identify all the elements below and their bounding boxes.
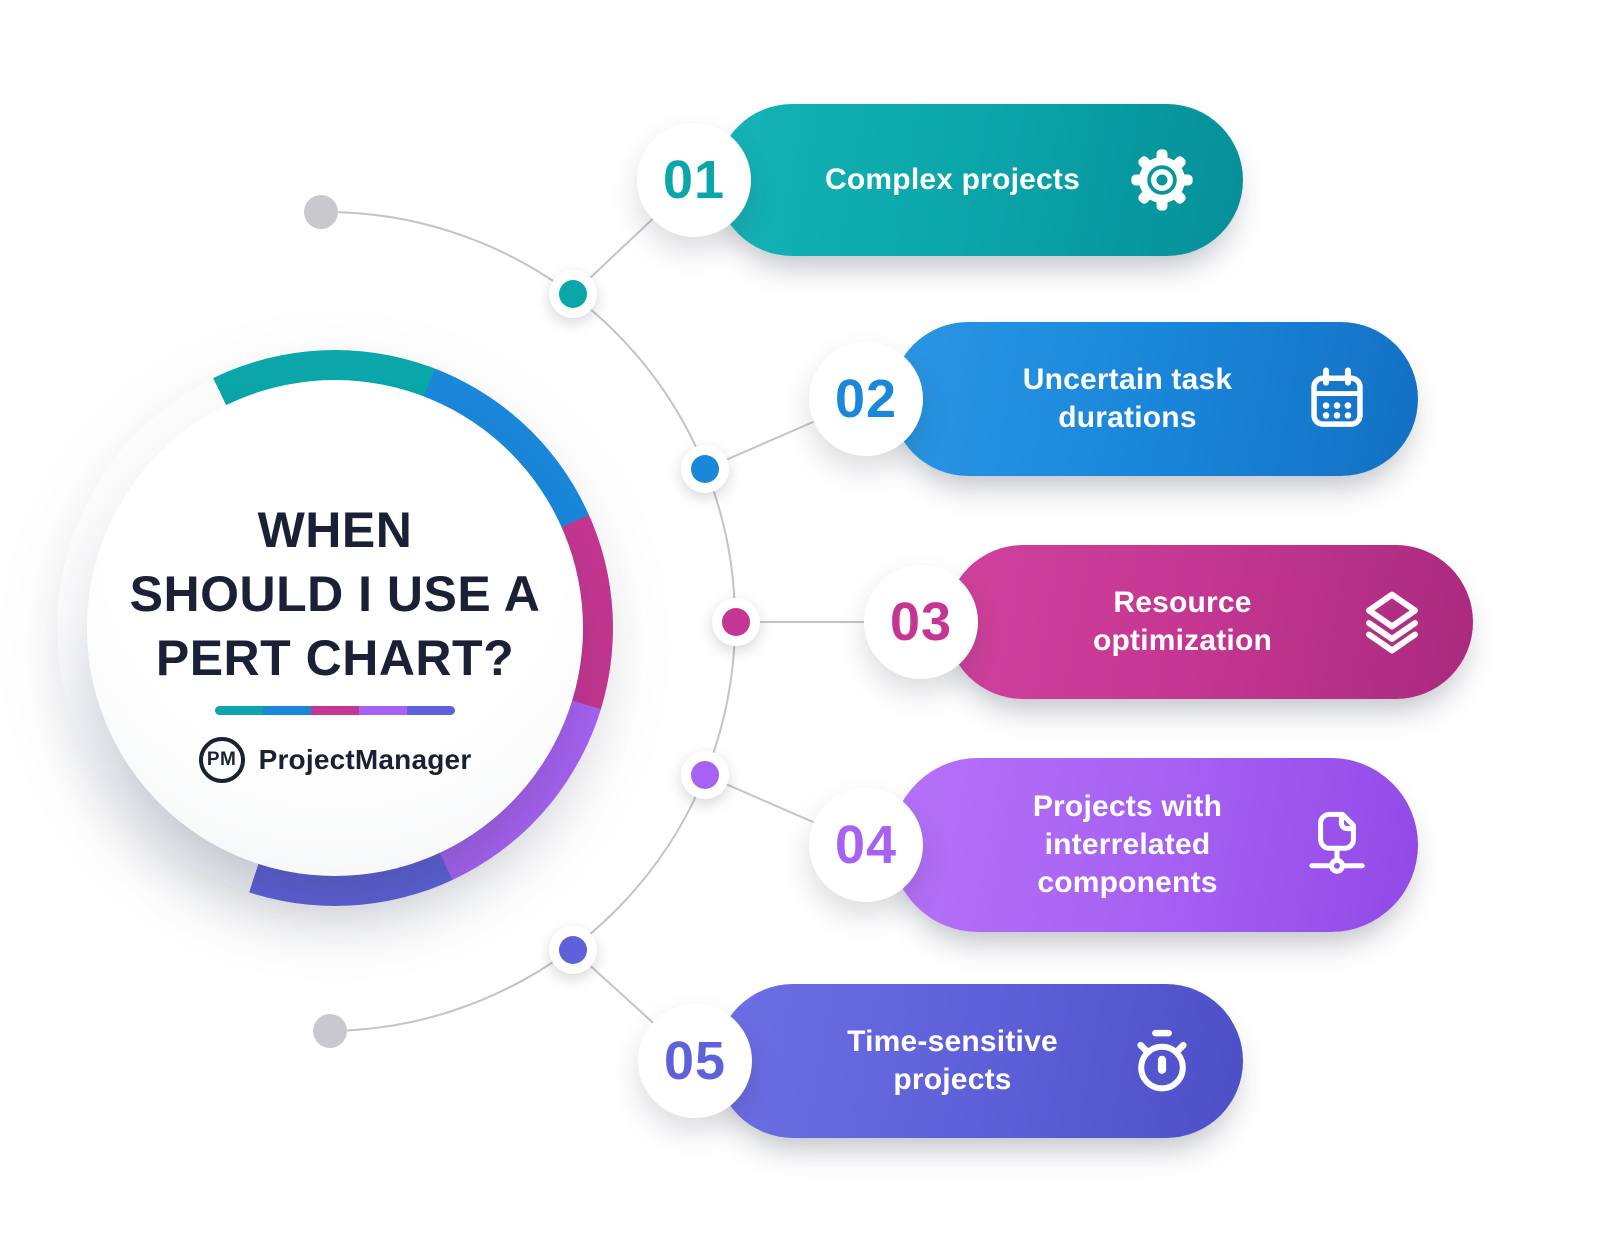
divider-segment-blue bbox=[263, 706, 311, 715]
divider-segment-teal bbox=[215, 706, 263, 715]
divider-segment-magenta bbox=[311, 706, 359, 715]
item-label: Time-sensitive projects bbox=[847, 1025, 1058, 1096]
number-label: 03 bbox=[889, 592, 953, 652]
arc-node-2-core bbox=[691, 455, 719, 483]
item-label: Uncertain task durations bbox=[1022, 363, 1233, 434]
item-label: Resource optimization bbox=[1092, 586, 1273, 657]
pm-monogram: PM bbox=[206, 749, 237, 770]
brand-name: ProjectManager bbox=[258, 744, 472, 775]
number-badge-2: 02 bbox=[809, 342, 923, 456]
item-pill-projects-with-interrelated-components: Projects with interrelated components bbox=[891, 758, 1418, 932]
item-pill-resource-optimization: Resource optimization bbox=[946, 545, 1473, 699]
document-network-icon bbox=[1302, 810, 1372, 880]
arc-node-3 bbox=[712, 598, 760, 646]
divider-segment-violet bbox=[407, 706, 455, 715]
arc-node-1-core bbox=[559, 280, 587, 308]
number-label: 02 bbox=[834, 369, 898, 429]
number-badge-5: 05 bbox=[638, 1004, 752, 1118]
number-badge-3: 03 bbox=[864, 565, 978, 679]
pm-logo-icon: PM bbox=[198, 737, 245, 783]
arc-node-5 bbox=[549, 926, 597, 974]
arc-endpoint-dot-bottom bbox=[313, 1014, 347, 1048]
layers-icon bbox=[1357, 587, 1427, 657]
number-badge-4: 04 bbox=[809, 788, 923, 902]
arc-node-4 bbox=[681, 751, 729, 799]
item-pill-time-sensitive-projects: Time-sensitive projects bbox=[716, 984, 1243, 1138]
item-label: Projects with interrelated components bbox=[1032, 790, 1223, 899]
arc-node-4-core bbox=[691, 761, 719, 789]
number-label: 04 bbox=[834, 815, 898, 875]
stopwatch-icon bbox=[1127, 1026, 1197, 1096]
divider-segment-purple bbox=[359, 706, 407, 715]
arc-node-2 bbox=[681, 445, 729, 493]
arc-endpoint-dot-top bbox=[304, 195, 338, 229]
title-divider bbox=[215, 706, 455, 715]
arc-node-5-core bbox=[559, 936, 587, 964]
hub-circle: WHEN SHOULD I USE A PERT CHART? PM Proje… bbox=[87, 380, 583, 876]
number-label: 01 bbox=[662, 150, 726, 210]
page-title: WHEN SHOULD I USE A PERT CHART? bbox=[129, 502, 541, 686]
item-pill-uncertain-task-durations: Uncertain task durations bbox=[891, 322, 1418, 476]
arc-node-1 bbox=[549, 270, 597, 318]
number-label: 05 bbox=[663, 1031, 727, 1091]
calendar-icon bbox=[1302, 364, 1372, 434]
arc-node-3-core bbox=[722, 608, 750, 636]
item-pill-complex-projects: Complex projects bbox=[716, 104, 1243, 256]
number-badge-1: 01 bbox=[637, 123, 751, 237]
gear-icon bbox=[1127, 145, 1197, 215]
item-label: Complex projects bbox=[825, 163, 1080, 196]
brand-logo: PM ProjectManager bbox=[198, 737, 472, 783]
